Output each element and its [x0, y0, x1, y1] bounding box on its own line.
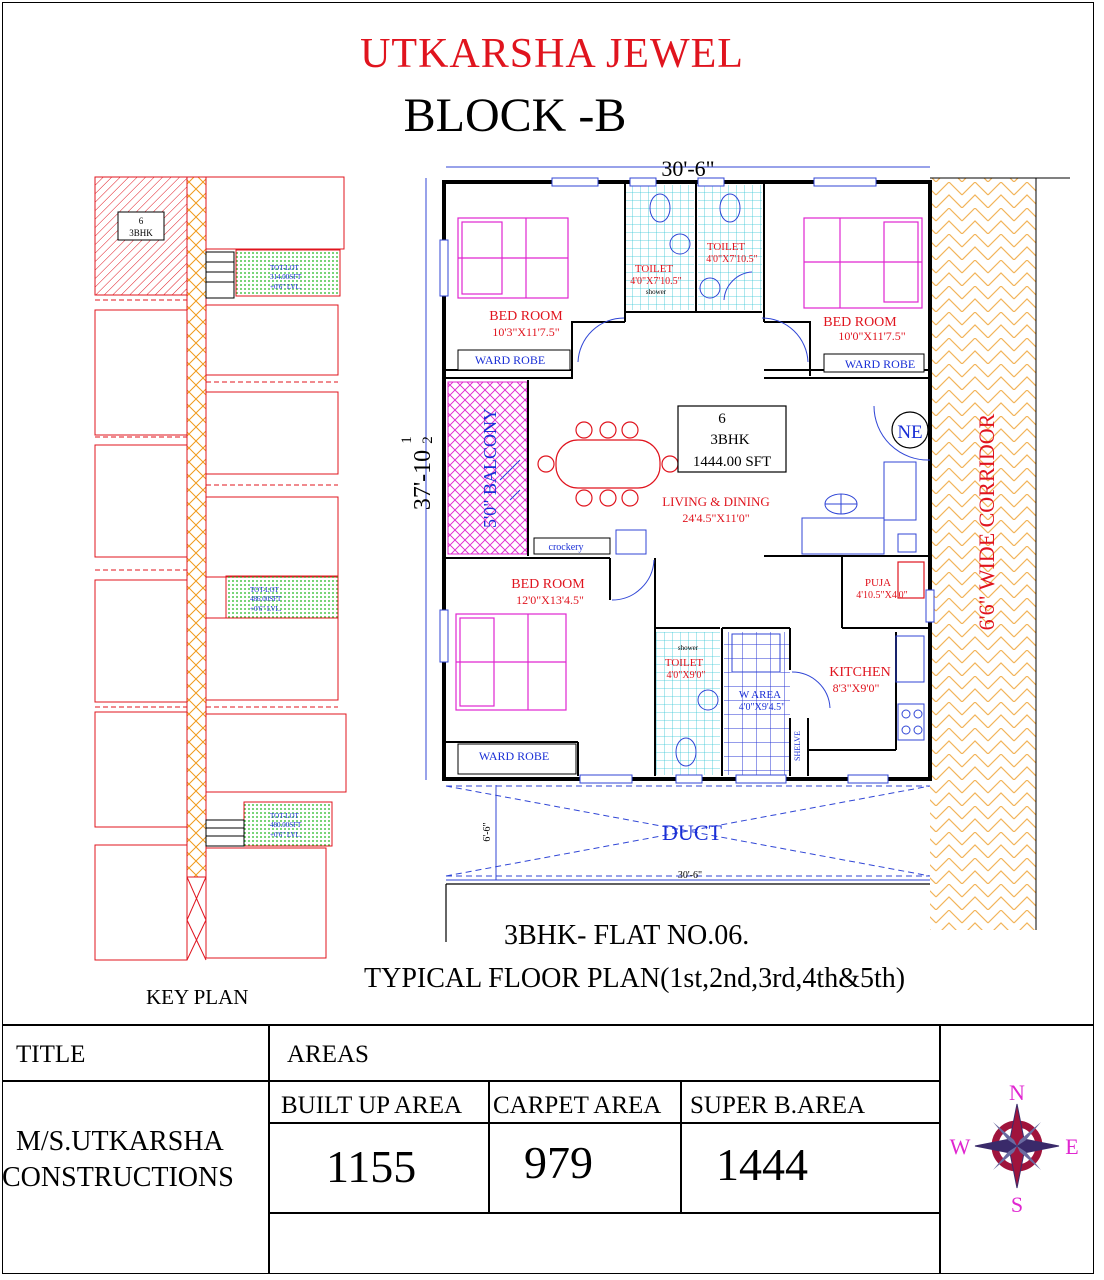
keyplan-corridor	[186, 176, 207, 878]
width-dimension: 30'-6"	[661, 156, 714, 181]
typical-caption: TYPICAL FLOOR PLAN(1st,2nd,3rd,4th&5th)	[364, 963, 906, 994]
super-area-header: SUPER B.AREA	[690, 1092, 866, 1119]
room-kitchen-name: KITCHEN	[829, 665, 890, 680]
crockery-label: crockery	[549, 542, 584, 553]
room-bed-3-size: 12'0"X13'4.5"	[516, 593, 584, 607]
room-toilet-2-size: 4'0"X7'10.5"	[706, 254, 758, 265]
room-bed-2-name: BED ROOM	[823, 315, 897, 330]
compass-w: W	[950, 1134, 971, 1159]
keyplan-totlot-2	[225, 575, 339, 619]
title-label: TITLE	[16, 1041, 86, 1068]
flat-info-area: 1444.00 SFT	[693, 454, 771, 470]
keyplan-totlot-3-name: TOT-LOT	[270, 812, 300, 820]
room-kitchen-size: 8'3"X9'0"	[833, 681, 880, 695]
keyplan-totlot-3-area: 480.00SFT	[270, 821, 302, 829]
corridor	[930, 178, 1036, 930]
keyplan-totlot-2-area: 486.00SFT	[250, 595, 282, 603]
super-area-value: 1444	[716, 1139, 808, 1190]
toilet-2-floor	[698, 185, 762, 310]
company-line-1: M/S.UTKARSHA	[16, 1126, 224, 1157]
room-bed-3-name: BED ROOM	[511, 577, 585, 592]
keyplan-totlot-2-level: +0'6" LVL.	[250, 605, 282, 613]
room-puja-size: 4'10.5"X4'0"	[856, 590, 908, 601]
duct-label: DUCT	[662, 820, 722, 845]
height-dimension: 37'-10	[410, 450, 436, 510]
compass-s: S	[1011, 1192, 1023, 1217]
room-bed-1-size: 10'3"X11'7.5"	[492, 325, 559, 339]
room-toilet-3-name: TOILET	[665, 657, 704, 669]
compass-e: E	[1065, 1134, 1078, 1159]
keyplan-totlot-1-area: 314.00SFT	[270, 273, 302, 281]
balcony-label: 5'0" BALCONY	[480, 408, 500, 528]
room-warea-size: 4'0"X9'4.5"	[739, 702, 786, 713]
built-up-area-header: BUILT UP AREA	[281, 1092, 463, 1119]
keyplan-totlot-1-name: TOT-LOT	[270, 264, 300, 272]
ne-marker: NE	[897, 422, 922, 443]
duct-width-dim: 30'-6"	[678, 870, 702, 881]
wardrobe-2: WARD ROBE	[845, 357, 915, 371]
keyplan-totlot-1	[235, 249, 341, 297]
keyplan-totlot-2-name: TOT-LOT	[250, 586, 280, 594]
height-fraction-num: 1	[399, 436, 415, 444]
room-bed-1-name: BED ROOM	[489, 309, 563, 324]
keyplan-totlot-3-level: +0'6" LVL.	[270, 831, 302, 839]
flat-caption: 3BHK- FLAT NO.06.	[504, 920, 750, 951]
flat-info-box	[677, 405, 787, 473]
balcony	[447, 381, 528, 555]
project-title: UTKARSHA JEWEL	[360, 31, 744, 77]
shower-label-2: shower	[678, 644, 699, 652]
keyplan-totlot-1-level: +0'6" LVL.	[270, 283, 302, 291]
room-puja-name: PUJA	[865, 577, 891, 589]
toilet-1-floor	[626, 185, 694, 310]
height-fraction-den: 2	[420, 436, 436, 444]
areas-label: AREAS	[287, 1041, 369, 1068]
room-toilet-1-size: 4'0"X7'10.5"	[630, 276, 682, 287]
keyplan-flat-no: 6	[139, 216, 144, 226]
built-up-area-value: 1155	[326, 1141, 417, 1192]
room-living-size: 24'4.5"X11'0"	[682, 511, 749, 525]
corridor-label: 6'6" WIDE CORRIDOR	[974, 413, 999, 630]
wardrobe-1: WARD ROBE	[475, 353, 545, 367]
flat-info-no: 6	[718, 411, 726, 427]
compass-rose: N S W E	[950, 1080, 1079, 1217]
duct-depth-dim: 6'-6"	[482, 822, 493, 841]
room-warea-name: W AREA	[739, 689, 781, 701]
room-bed-2-size: 10'0"X11'7.5"	[838, 329, 905, 343]
flat-info-type: 3BHK	[710, 432, 749, 448]
block-title: BLOCK -B	[403, 89, 627, 142]
carpet-area-value: 979	[524, 1137, 593, 1188]
keyplan-flat-type: 3BHK	[129, 228, 153, 238]
keyplan-totlot-3	[243, 801, 333, 847]
room-living-name: LIVING & DINING	[662, 494, 770, 509]
wash-area-floor	[724, 632, 790, 775]
company-line-2: CONSTRUCTIONS	[2, 1162, 234, 1193]
room-toilet-2-name: TOILET	[707, 241, 746, 253]
shelve-label: SHELVE	[793, 731, 802, 761]
wardrobe-3: WARD ROBE	[479, 749, 549, 763]
room-toilet-3-size: 4'0"X9'0"	[667, 670, 706, 681]
toilet-3-floor	[656, 632, 720, 775]
carpet-area-header: CARPET AREA	[493, 1092, 662, 1119]
compass-n: N	[1009, 1080, 1025, 1105]
room-toilet-1-name: TOILET	[635, 263, 674, 275]
key-plan-label: KEY PLAN	[146, 985, 249, 1009]
shower-label-1: shower	[646, 288, 667, 296]
